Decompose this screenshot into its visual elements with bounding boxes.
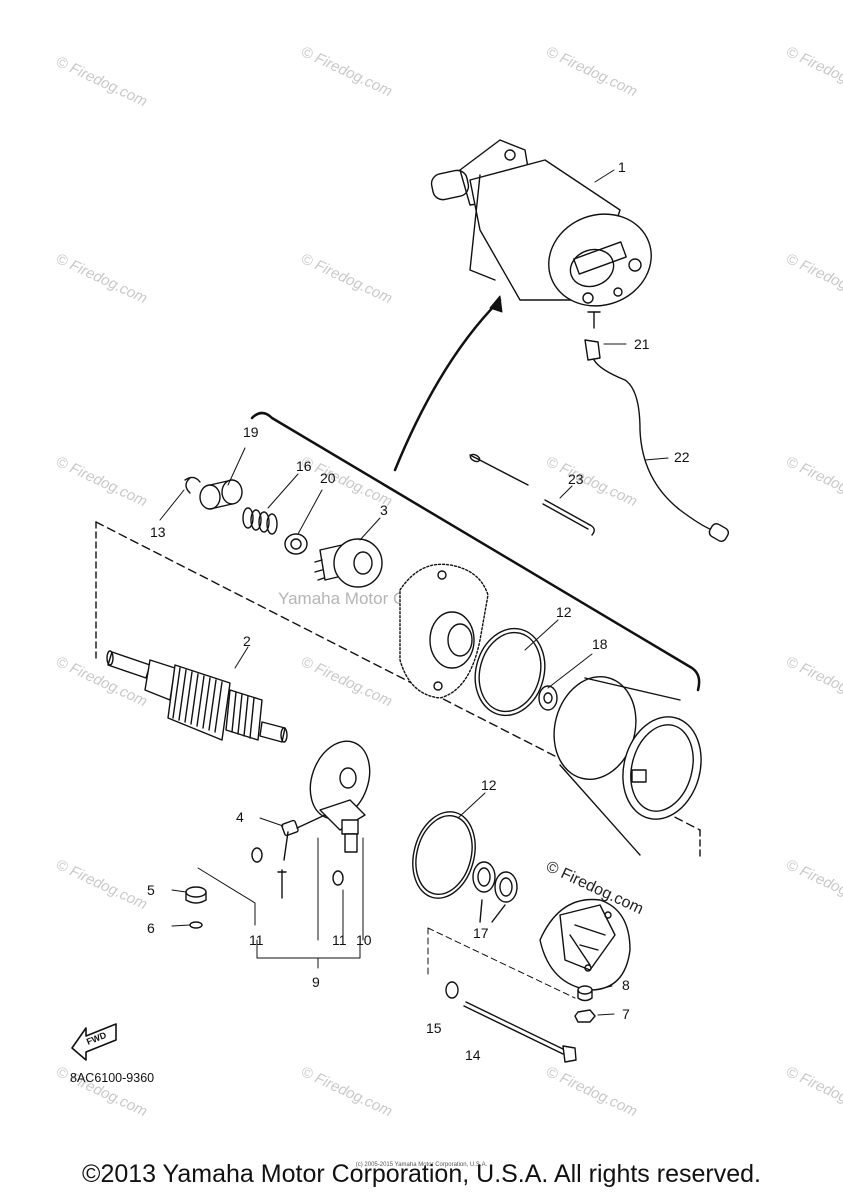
- callout-11b: 11: [332, 932, 347, 948]
- callout-4: 4: [236, 809, 244, 825]
- callout-14: 14: [465, 1047, 481, 1063]
- watermark: © Firedog.com: [783, 250, 843, 307]
- callout-17: 17: [473, 925, 489, 941]
- brush-4: [281, 814, 326, 861]
- watermark: © Firedog.com: [543, 1063, 640, 1120]
- callout-16: 16: [296, 458, 312, 474]
- callout-9: 9: [312, 974, 320, 990]
- screw-assembly: [197, 847, 344, 926]
- circlip-13: [184, 476, 201, 494]
- watermark: © Firedog.com: [543, 453, 640, 510]
- watermark: © Firedog.com: [543, 43, 640, 100]
- rear-bracket: [427, 927, 576, 999]
- callout-3: 3: [380, 502, 388, 518]
- watermark: © Firedog.com: [783, 43, 843, 100]
- callout-22: 22: [674, 449, 690, 465]
- watermark: © Firedog.com: [783, 856, 843, 913]
- fineprint: (c) 2005-2015 Yamaha Motor Corporation, …: [355, 1162, 488, 1168]
- lead-wire: [584, 339, 730, 542]
- rear-cover: [539, 898, 631, 991]
- callout-1: 1: [618, 159, 626, 175]
- o-ring-12-upper: [474, 627, 546, 717]
- callout-19: 19: [243, 424, 259, 440]
- watermark: © Firedog.com: [298, 250, 395, 307]
- o-ring-12-lower: [412, 811, 476, 899]
- yoke-housing: [553, 676, 702, 856]
- washer-15: [445, 981, 459, 999]
- callout-12-lower: 12: [481, 777, 497, 793]
- callout-15: 15: [426, 1020, 442, 1036]
- spring-16: [242, 507, 278, 535]
- callout-11a: 11: [249, 932, 264, 948]
- callout-6: 6: [147, 920, 155, 936]
- pinion-gear-3: [314, 538, 383, 588]
- callout-21: 21: [634, 336, 650, 352]
- callout-20: 20: [320, 470, 336, 486]
- watermark: © Firedog.com: [53, 53, 150, 110]
- watermark: © Firedog.com: [783, 653, 843, 710]
- watermark: © Firedog.com: [53, 856, 150, 913]
- watermark: © Firedog.com: [298, 1063, 395, 1120]
- callout-13: 13: [150, 524, 166, 540]
- armature-2: [106, 650, 288, 743]
- cap-5: [185, 886, 207, 904]
- diagram-part-number: 8AC6100-9360: [70, 1071, 154, 1085]
- washer-18: [538, 685, 558, 711]
- starter-motor-assembly: [430, 139, 652, 329]
- watermark: © Firedog.com: [53, 453, 150, 510]
- bracket-9: [256, 837, 364, 969]
- callout-23: 23: [568, 471, 584, 487]
- callout-8: 8: [622, 977, 630, 993]
- washer-20: [284, 533, 308, 555]
- copyright-footer: ©2013 Yamaha Motor Corporation, U.S.A. A…: [82, 1160, 761, 1188]
- washers-17: [472, 861, 518, 923]
- callout-7: 7: [622, 1006, 630, 1022]
- callout-5: 5: [147, 882, 155, 898]
- fwd-arrow-icon: [71, 1023, 117, 1061]
- watermark: © Firedog.com: [298, 43, 395, 100]
- callout-12-upper: 12: [556, 604, 572, 620]
- o-ring-6: [189, 921, 203, 929]
- watermark: © Firedog.com: [53, 250, 150, 307]
- callout-10: 10: [356, 932, 372, 948]
- brush-plate: [309, 740, 371, 853]
- watermark: © Firedog.com: [783, 453, 843, 510]
- leader-lines: [159, 169, 669, 1016]
- collar-19: [199, 479, 243, 510]
- nut-8: [577, 985, 593, 1002]
- bolt-23: [469, 453, 595, 536]
- callout-2: 2: [243, 633, 251, 649]
- callout-labels: 1 2 3 4 5 6 7 8 9 10 11 11 12 12 13 14 1…: [147, 159, 690, 1063]
- front-cover: [399, 563, 489, 699]
- nut-7: [574, 1009, 596, 1023]
- watermark: © Firedog.com: [783, 1063, 843, 1120]
- through-bolt-14: [463, 1001, 577, 1063]
- watermark: © Firedog.com: [298, 653, 395, 710]
- callout-18: 18: [592, 636, 608, 652]
